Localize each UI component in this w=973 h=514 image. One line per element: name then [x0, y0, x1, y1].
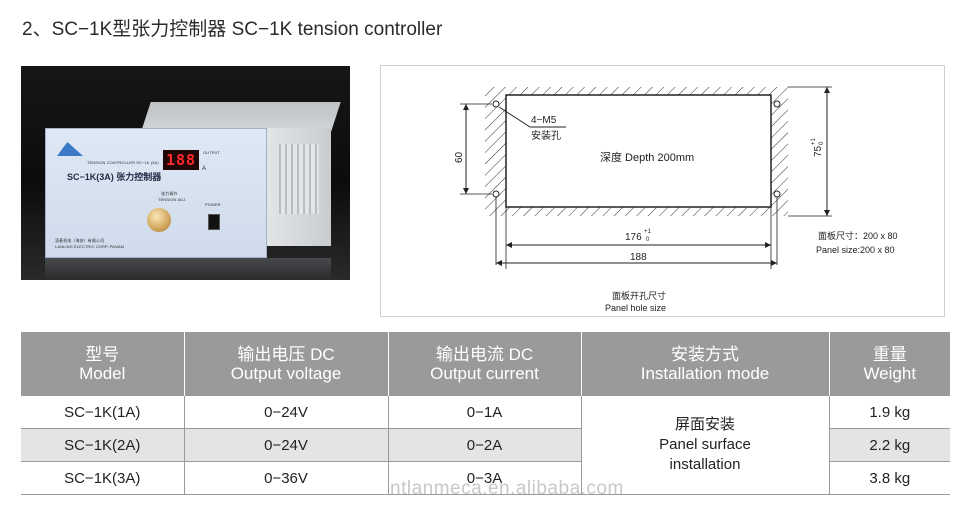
dim-width-outer: 188	[630, 252, 647, 263]
installation-cn: 屏面安装	[674, 416, 735, 433]
tol-plus: +1	[811, 137, 817, 145]
cell-weight: 1.9 kg	[828, 396, 950, 429]
installation-en-1: Panel surface	[659, 436, 751, 453]
table-row: SC−1K(3A) 0−36V 0−3A 3.8 kg	[21, 461, 950, 495]
page-title: 2、SC−1K型张力控制器 SC−1K tension controller	[22, 19, 443, 40]
mount-hole-icon	[492, 100, 500, 108]
amp-unit: A	[202, 166, 207, 172]
panel-header-text: TENSION CONTROLLER SC−1K (3A)	[87, 160, 159, 165]
company-cn: 凌菱机电（海安）有限公司	[55, 238, 105, 243]
dim-height: 60	[454, 151, 465, 163]
cell-installation: 屏面安装 Panel surface installation	[580, 396, 829, 495]
depth-text: 深度 Depth 200mm	[600, 150, 694, 164]
tension-knob	[147, 208, 171, 232]
cell-voltage: 0−24V	[183, 396, 388, 429]
vent-slots	[279, 144, 319, 214]
cell-weight: 2.2 kg	[828, 428, 950, 462]
panel-hole-drawing: 4−M5 安装孔 深度 Depth 200mm 60 75 +1 0 176 +…	[380, 65, 945, 317]
company-en: LANLING ELECTRIC CORP.,PANAM	[55, 244, 125, 249]
knob-label-cn: 张力调节	[161, 191, 178, 196]
power-switch	[208, 214, 220, 230]
hole-label-cn: 安装孔	[531, 129, 561, 142]
cell-voltage: 0−24V	[183, 428, 388, 462]
table-row: SC−1K(2A) 0−24V 0−2A 2.2 kg	[21, 428, 950, 462]
hole-label: 4−M5	[531, 115, 557, 126]
mount-hole-icon	[773, 190, 781, 198]
mount-hole-icon	[492, 190, 500, 198]
installation-en-2: installation	[669, 456, 741, 473]
panel-output-text: OUTPUT	[203, 150, 221, 155]
knob-label-en: TENSION ADJ.	[158, 197, 187, 202]
led-display: 188	[163, 150, 199, 170]
drawing-caption-en: Panel hole size	[605, 303, 667, 313]
watermark: ntlanmeca.en.alibaba.com	[390, 478, 624, 499]
cell-model: SC−1K(1A)	[21, 396, 184, 429]
cell-current: 0−3A	[387, 461, 581, 495]
front-panel	[45, 128, 267, 258]
drawing-caption-cn: 面板开孔尺寸	[612, 291, 667, 301]
power-label: POWER	[205, 202, 221, 207]
tol-plus: +1	[644, 229, 652, 235]
cell-weight: 3.8 kg	[828, 461, 950, 495]
cell-model: SC−1K(3A)	[21, 461, 184, 495]
dim-height-outer: 75	[813, 145, 824, 157]
cell-model: SC−1K(2A)	[21, 428, 184, 462]
cell-voltage: 0−36V	[183, 461, 388, 495]
product-photo: TENSION CONTROLLER SC−1K (3A) OUTPUT SC−…	[21, 66, 350, 280]
reflection	[45, 258, 331, 280]
table-row: SC−1K(1A) 0−24V 0−1A 屏面安装 Panel surface …	[21, 396, 950, 495]
cutout-rect	[505, 94, 772, 208]
dim-width-inner: 176	[625, 232, 642, 243]
leader-line	[498, 106, 531, 128]
panel-size-en: Panel size:200 x 80	[816, 245, 895, 255]
cell-current: 0−2A	[387, 428, 581, 462]
mount-hole-icon	[773, 100, 781, 108]
panel-model-label: SC−1K(3A) 张力控制器	[67, 172, 162, 182]
panel-size-cn: 面板尺寸：200 x 80	[818, 230, 898, 241]
tol-zero: 0	[819, 141, 825, 145]
cell-current: 0−1A	[387, 396, 581, 429]
tol-zero: 0	[646, 237, 650, 243]
